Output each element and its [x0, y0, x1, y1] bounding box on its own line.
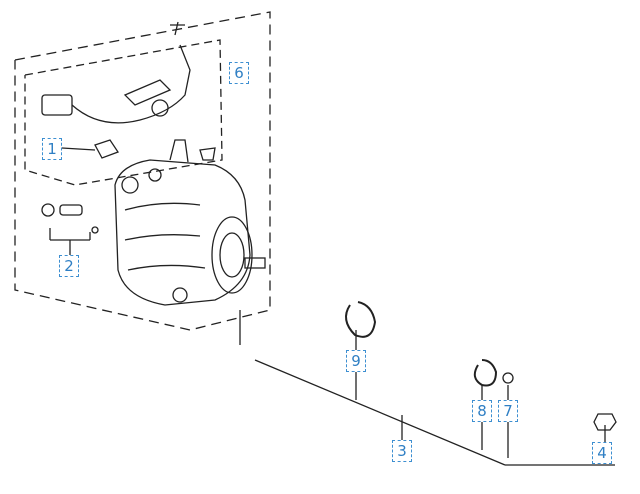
assembly-outline	[14, 11, 271, 331]
callout-6[interactable]: 6	[229, 62, 249, 84]
callout-1[interactable]: 1	[42, 138, 62, 160]
callout-8[interactable]: 9	[346, 350, 366, 372]
leader-lines	[49, 147, 615, 466]
harness-outline	[24, 39, 223, 186]
callout-9[interactable]: 8	[472, 400, 492, 422]
snap-ring-9	[473, 359, 498, 387]
callout-4[interactable]: 4	[592, 442, 612, 464]
nut-4	[593, 413, 617, 431]
callout-2[interactable]: 2	[59, 255, 79, 277]
wire-harness	[41, 21, 191, 159]
relief-valve-parts	[41, 203, 99, 234]
callout-3[interactable]: 3	[392, 440, 412, 462]
snap-ring-8	[345, 301, 377, 338]
compressor	[114, 139, 266, 306]
callout-7[interactable]: 7	[498, 400, 518, 422]
shim-7	[502, 372, 514, 384]
